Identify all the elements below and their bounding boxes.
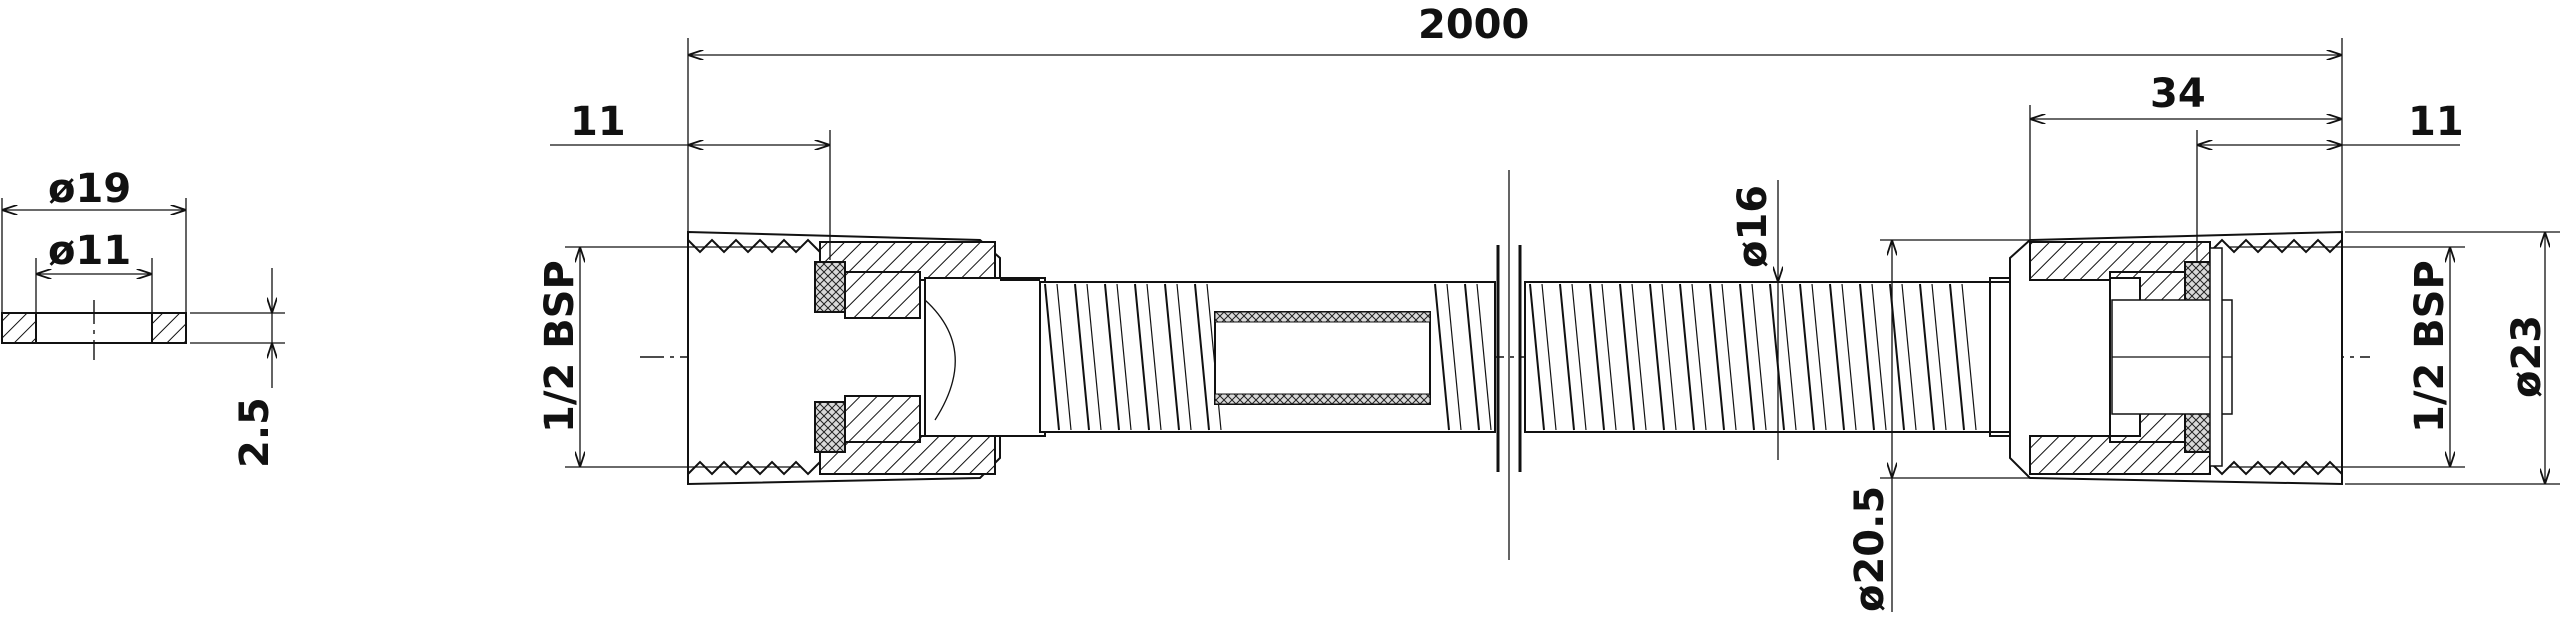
coil-line: [1811, 283, 1827, 431]
coil-line: [1679, 283, 1695, 431]
coil-line: [1751, 283, 1767, 431]
coil-line: [1949, 283, 1965, 431]
coil-line: [1769, 283, 1785, 431]
coil-line: [1589, 283, 1605, 431]
coil-line: [1661, 283, 1677, 431]
coil-line: [1961, 283, 1977, 431]
dim-overall-length: 2000: [1418, 2, 1529, 48]
hose-body-right: [1524, 281, 1991, 433]
coil-line: [1044, 283, 1060, 431]
coil-line: [1559, 283, 1575, 431]
coil-line: [1859, 283, 1875, 431]
dim-hose-diameter: ø16: [1730, 185, 1776, 268]
dim-left-thread: 1/2 BSP: [537, 260, 583, 433]
dim-left-nut: 11: [570, 99, 626, 145]
coil-line: [1691, 283, 1707, 431]
coil-line: [1919, 283, 1935, 431]
coil-line: [1434, 283, 1450, 431]
coil-line: [1721, 283, 1737, 431]
coil-line: [1841, 283, 1857, 431]
coil-line: [1649, 283, 1665, 431]
washer-inner-diameter: ø11: [48, 228, 131, 274]
coil-line: [1601, 283, 1617, 431]
coil-line: [1739, 283, 1755, 431]
coil-line: [1476, 283, 1492, 431]
hose-body-left: [1039, 281, 1496, 433]
coil-line: [1074, 283, 1090, 431]
washer-left-section: [1, 312, 37, 344]
coil-line: [1931, 283, 1947, 431]
coil-line: [1901, 283, 1917, 431]
dim-nut-diameter: ø23: [2504, 315, 2550, 398]
coil-line: [1781, 283, 1797, 431]
dim-ferrule-diameter: ø20.5: [1847, 486, 1893, 612]
dim-ferrule-length: 34: [2150, 71, 2206, 117]
coil-line: [1176, 283, 1192, 431]
coil-line: [1194, 283, 1210, 431]
coil-line: [1164, 283, 1180, 431]
coil-line: [1709, 283, 1725, 431]
dim-right-nut: 11: [2408, 99, 2464, 145]
coil-line: [1829, 283, 1845, 431]
coil-line: [1464, 283, 1480, 431]
coil-line: [1571, 283, 1587, 431]
left-nut: [687, 230, 1046, 486]
hose-coils-right: [1529, 283, 1977, 431]
hose-coils-left: [1044, 283, 1492, 431]
coil-line: [1086, 283, 1102, 431]
right-nut: [1985, 230, 2343, 486]
washer-right-section: [151, 312, 187, 344]
coil-line: [1134, 283, 1150, 431]
washer-outer-diameter: ø19: [48, 166, 131, 212]
coil-line: [1056, 283, 1072, 431]
washer-thickness: 2.5: [232, 397, 278, 468]
hose-assembly: 2000 11 34 11 1/2 BSP 1/2 BSP ø16: [537, 2, 2560, 612]
coil-line: [1541, 283, 1557, 431]
coil-line: [1631, 283, 1647, 431]
coil-line: [1104, 283, 1120, 431]
coil-line: [1529, 283, 1545, 431]
washer-detail: ø19 ø11 2.5: [1, 166, 285, 468]
coil-line: [1871, 283, 1887, 431]
coil-line: [1116, 283, 1132, 431]
coil-line: [1619, 283, 1635, 431]
dim-right-thread: 1/2 BSP: [2407, 260, 2453, 433]
coil-line: [1146, 283, 1162, 431]
coil-line: [1446, 283, 1462, 431]
coil-line: [1799, 283, 1815, 431]
